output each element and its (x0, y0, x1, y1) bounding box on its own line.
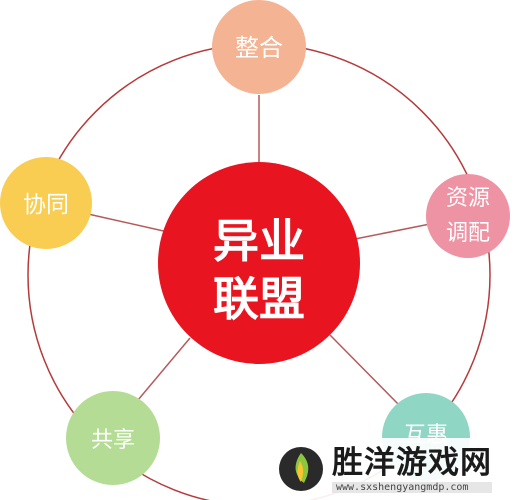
node-left-label: 协同 (23, 192, 69, 218)
node-left-circle (0, 157, 92, 249)
node-bottom-left-label: 共享 (91, 428, 135, 453)
node-top: 整合 (212, 0, 306, 94)
center-label-line-1: 异业 (213, 214, 305, 268)
node-right: 资源 调配 (426, 174, 510, 258)
watermark-url: www.sxshengyangmdp.com (332, 481, 492, 493)
spoke-bottom-right (329, 334, 403, 409)
spokes (87, 95, 431, 409)
watermark-title: 胜洋游戏网 (332, 444, 492, 481)
center-hub: 异业 联盟 (158, 162, 360, 364)
spoke-bottom-left (137, 337, 191, 401)
node-top-circle (212, 0, 306, 94)
node-top-label: 整合 (235, 34, 283, 62)
node-left: 协同 (0, 157, 92, 249)
center-circle (158, 162, 360, 364)
center-label-line-2: 联盟 (213, 272, 305, 326)
node-bottom-left-circle (66, 391, 160, 485)
watermark-logo-icon (279, 447, 323, 491)
node-right-label-line-2: 调配 (446, 221, 490, 246)
spoke-right (349, 223, 431, 241)
node-right-label-line-1: 资源 (446, 186, 490, 211)
node-right-circle (426, 174, 510, 258)
node-bottom-left: 共享 (66, 391, 160, 485)
spoke-left (87, 213, 169, 233)
site-watermark: 胜洋游戏网 www.sxshengyangmdp.com (268, 438, 521, 500)
